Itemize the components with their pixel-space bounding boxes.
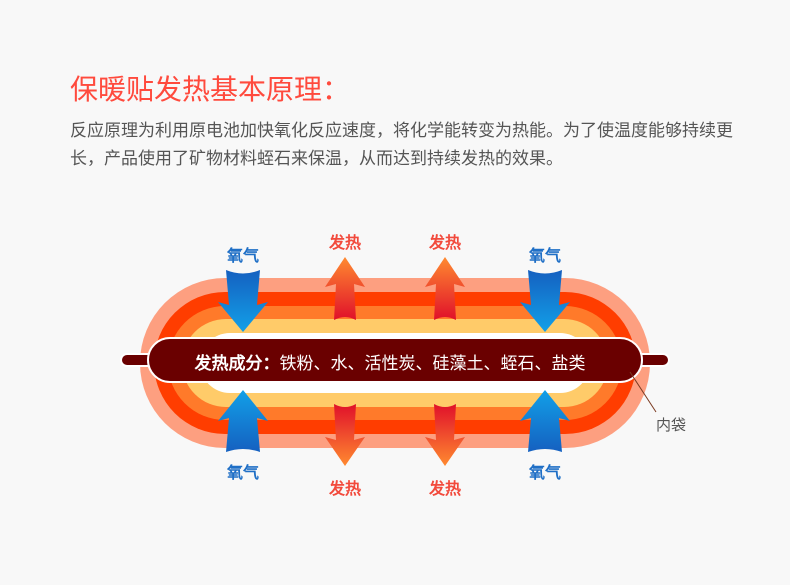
heat-arrow-bottom-left <box>325 404 365 466</box>
heat-arrow-top-right <box>425 257 465 320</box>
heat-arrow-bottom-right <box>425 404 465 466</box>
heat-label: 发热 <box>428 479 462 498</box>
description: 反应原理为利用原电池加快氧化反应速度，将化学能转变为热能。为了使温度能够持续更长… <box>70 121 733 169</box>
page-title: 保暖贴发热基本原理： <box>70 73 351 106</box>
oxygen-arrow-bottom-right <box>520 390 570 452</box>
inner-bag-pointer <box>629 371 657 413</box>
ingredients-label: 发热成分： <box>194 354 280 374</box>
heat-label: 发热 <box>328 479 362 498</box>
oxygen-arrow-top-right <box>520 270 570 332</box>
oxygen-arrow-top-left <box>218 270 268 332</box>
inner-bag <box>147 337 643 383</box>
oxygen-arrow-bottom-left <box>218 390 268 452</box>
heat-arrow-top-left <box>325 257 365 320</box>
ingredients-text: 发热成分：铁粉、水、活性炭、硅藻土、蛭石、盐类 <box>160 349 620 374</box>
inner-bag-label: 内袋 <box>656 416 687 434</box>
heat-label: 发热 <box>428 233 462 252</box>
ingredients-list: 铁粉、水、活性炭、硅藻土、蛭石、盐类 <box>279 354 586 374</box>
oxygen-label: 氧气 <box>226 246 260 265</box>
oxygen-label: 氧气 <box>528 246 562 265</box>
heat-label: 发热 <box>328 233 362 252</box>
oxygen-label: 氧气 <box>528 463 562 482</box>
oxygen-label: 氧气 <box>226 463 260 482</box>
